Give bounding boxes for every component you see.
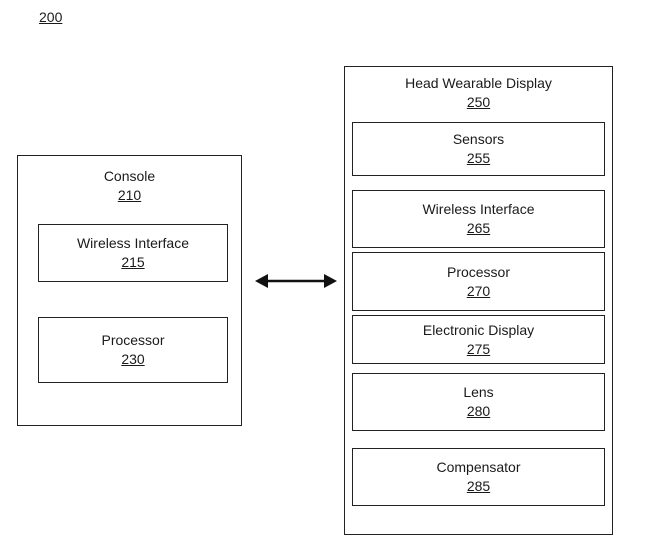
lens-ref: 280 (466, 403, 491, 419)
console-ref: 210 (117, 187, 142, 203)
console-title: Console 210 (18, 167, 241, 205)
figure-number: 200 (39, 9, 63, 25)
head-wearable-display-block: Head Wearable Display 250 Sensors 255 Wi… (344, 66, 613, 535)
head-wearable-display-ref: 250 (466, 94, 491, 110)
sensors-label: Sensors (452, 131, 505, 147)
hwd-wireless-interface-box: Wireless Interface 265 (352, 190, 605, 248)
console-wireless-interface-ref: 215 (121, 254, 145, 270)
electronic-display-label: Electronic Display (422, 321, 535, 338)
hwd-processor-label: Processor (446, 263, 511, 280)
hwd-processor-box: Processor 270 (352, 252, 605, 311)
console-processor-label: Processor (101, 332, 165, 348)
console-block: Console 210 Wireless Interface 215 Proce… (17, 155, 242, 426)
console-processor-box: Processor 230 (38, 317, 228, 383)
lens-label: Lens (463, 384, 494, 400)
electronic-display-box: Electronic Display 275 (352, 315, 605, 364)
compensator-ref: 285 (466, 478, 491, 494)
sensors-ref: 255 (466, 150, 491, 166)
electronic-display-ref: 275 (466, 340, 491, 357)
hwd-processor-ref: 270 (466, 282, 491, 299)
console-wireless-interface-label: Wireless Interface (76, 235, 190, 251)
console-wireless-interface-box: Wireless Interface 215 (38, 224, 228, 282)
head-wearable-display-label: Head Wearable Display (405, 75, 552, 91)
compensator-label: Compensator (436, 459, 521, 475)
hwd-wireless-interface-label: Wireless Interface (422, 201, 535, 217)
sensors-box: Sensors 255 (352, 122, 605, 176)
console-label: Console (103, 168, 156, 184)
compensator-box: Compensator 285 (352, 448, 605, 506)
console-processor-ref: 230 (121, 351, 145, 367)
hwd-wireless-interface-ref: 265 (466, 220, 491, 236)
head-wearable-display-title: Head Wearable Display 250 (345, 74, 612, 112)
lens-box: Lens 280 (352, 373, 605, 431)
bidirectional-arrow-icon (255, 274, 337, 288)
